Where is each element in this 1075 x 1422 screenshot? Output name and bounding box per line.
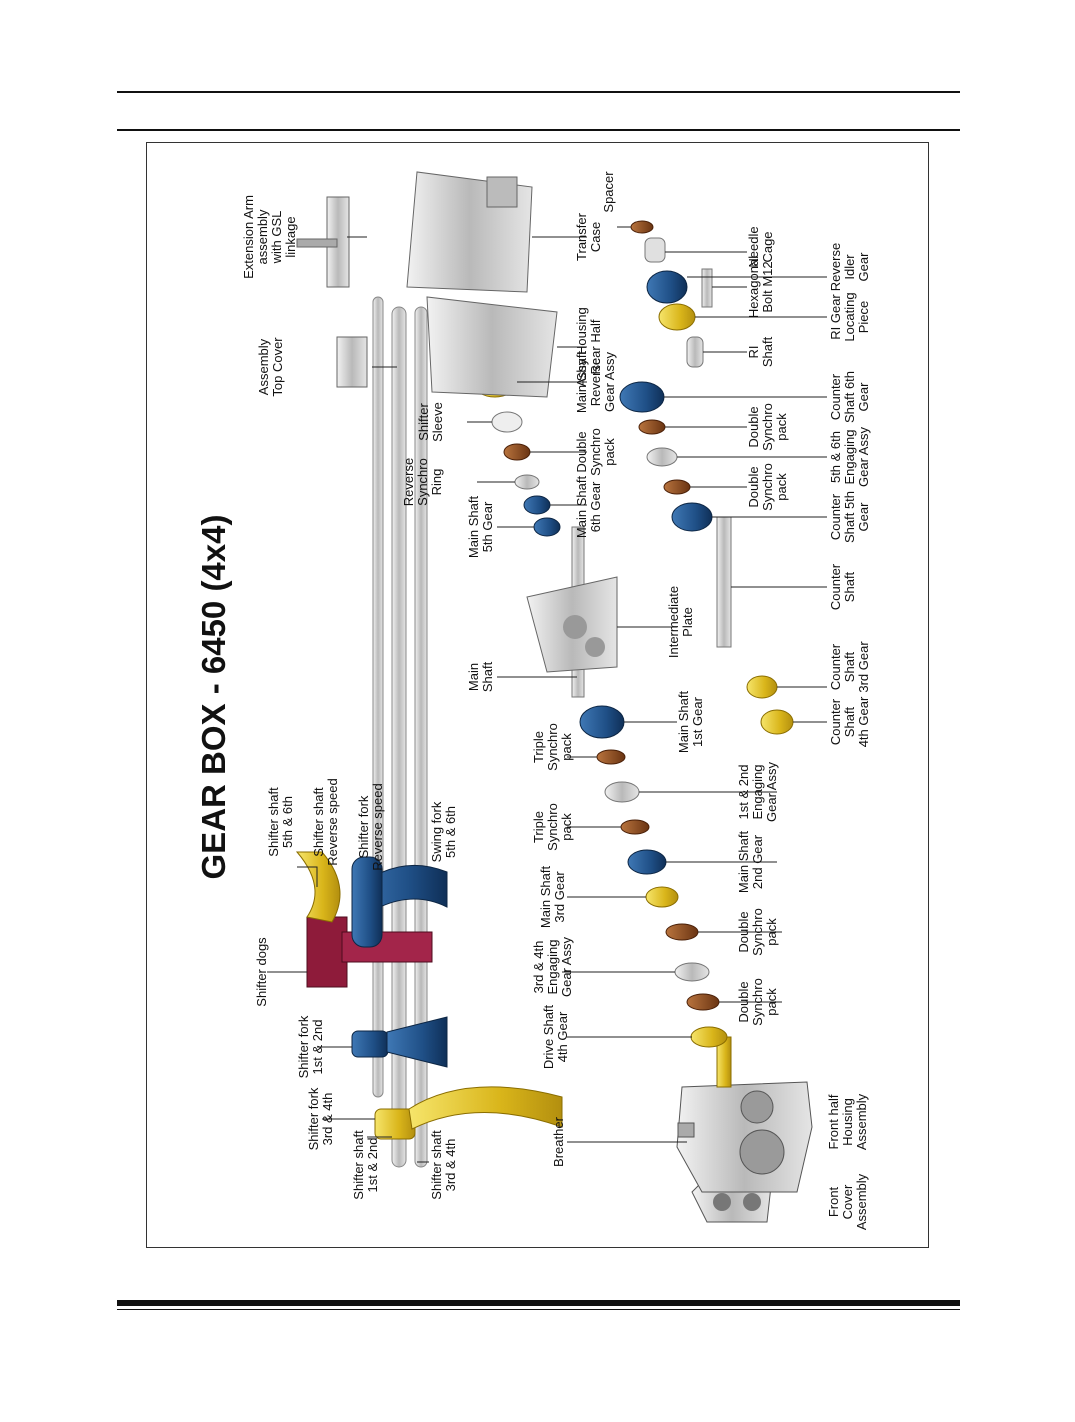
label-drive-shaft-4th: Drive Shaft 4th Gear: [541, 1004, 570, 1070]
label-main-shaft-3rd: Main Shaft 3rd Gear: [538, 865, 567, 929]
footer-rule-thick: [117, 1300, 960, 1306]
shifter-sleeve-part: [491, 411, 523, 433]
label-front-cover: Front Cover Assembly: [826, 1173, 869, 1231]
shifter-fork-3rd-4th: [374, 1086, 563, 1140]
label-double-synchro-d: Double Synchro pack: [746, 463, 789, 511]
triple-synchro-pack-a: [620, 819, 650, 835]
label-assembly-top-cover: Assembly Top Cover: [256, 337, 285, 397]
label-shifter-dogs: Shifter dogs: [254, 937, 269, 1007]
label-shifter-sleeve: Shifter Sleeve: [416, 402, 445, 442]
label-gear-5-6-engaging: 5th & 6th Engaging Gear Assy: [828, 427, 871, 487]
label-front-half-housing: Front half Housing Assembly: [826, 1093, 869, 1151]
double-synchro-pack-c: [503, 443, 531, 461]
counter-shaft-3rd-gear-part: [746, 675, 778, 699]
gear-3-4-engaging: [674, 962, 710, 982]
double-synchro-pack-d: [663, 479, 691, 495]
hexagonal-bolt-part: [701, 268, 713, 308]
counter-shaft-6th-gear-part: [619, 381, 665, 413]
diagram-graphics: [267, 171, 827, 1223]
drive-shaft-4th-gear: [690, 1026, 732, 1088]
counter-shaft-5th-gear-part: [671, 502, 713, 532]
label-shifter-shaft-reverse: Shifter shaft Reverse speed: [311, 778, 340, 866]
double-synchro-pack-b: [665, 923, 699, 941]
main-shaft-5th-gear-part: [533, 517, 561, 537]
label-shifter-fork-1st-2nd: Shifter fork 1st & 2nd: [296, 1015, 325, 1079]
label-ri-gear-locating: RI Gear Locating Piece: [828, 292, 871, 342]
label-reverse-idler: Reverse Idler Gear: [828, 242, 871, 292]
needle-cage-part: [644, 237, 666, 263]
label-spacer: Spacer: [601, 171, 616, 213]
ri-shaft-part: [686, 336, 704, 368]
label-reverse-synchro-ring: Reverse Synchro Ring: [401, 457, 444, 507]
label-main-shaft-1st: Main Shaft 1st Gear: [676, 690, 705, 754]
main-shaft-3rd-gear-part: [645, 886, 679, 908]
label-counter-shaft: Counter Shaft: [828, 563, 857, 611]
breather-part: [677, 1122, 695, 1138]
double-synchro-pack-e: [638, 419, 666, 435]
label-double-synchro-c: Double Synchro pack: [574, 428, 617, 476]
gearbox-exploded-diagram: GEAR BOX - 6450 (4x4) Shifter fork 3rd &…: [147, 143, 928, 1247]
double-synchro-pack-a: [686, 993, 720, 1011]
reverse-idler-gear-part: [646, 270, 688, 304]
main-shaft-2nd-gear-part: [627, 849, 667, 875]
gear-5-6-engaging: [646, 447, 678, 467]
counter-shaft-part: [716, 516, 732, 648]
main-shaft-6th-gear-part: [523, 495, 551, 515]
gear-1-2-engaging: [604, 781, 640, 803]
triple-synchro-pack-b: [596, 749, 626, 765]
label-double-synchro-a: Double Synchro pack: [736, 978, 779, 1026]
label-intermediate-plate: Intermediate Plate: [666, 585, 695, 659]
shifter-fork-1st-2nd: [351, 1016, 448, 1068]
label-counter-shaft-4th: Counter Shaft 4th Gear: [828, 696, 871, 748]
label-extension-arm: Extension Arm assembly with GSL linkage: [241, 195, 298, 279]
label-shifter-fork-reverse: Shifter fork Reverse speed: [356, 783, 385, 871]
swing-fork-5th-6th: [351, 856, 448, 948]
label-double-synchro-b: Double Synchro pack: [736, 908, 779, 956]
label-ri-shaft: RI Shaft: [746, 336, 775, 368]
header-rule-top: [117, 91, 960, 93]
label-counter-shaft-6th: Counter Shaft 6th Gear: [828, 370, 871, 424]
label-gear-1-2-engaging: 1st & 2nd Engaging Gear Assy: [736, 762, 779, 822]
label-counter-shaft-3rd: Counter Shaft 3rd Gear: [828, 641, 871, 693]
transfer-case-part: [406, 171, 533, 293]
label-shifter-fork-3rd-4th: Shifter fork 3rd & 4th: [306, 1087, 335, 1151]
leader-lines: [267, 226, 827, 1163]
extension-arm-part: [296, 196, 350, 288]
label-main-shaft: Main Shaft: [466, 661, 495, 693]
counter-shaft-4th-gear-part: [760, 709, 794, 735]
label-gear-3-4-engaging: 3rd & 4th Engaging Gear Assy: [531, 937, 574, 997]
label-transfer-case: Transfer Case: [574, 213, 603, 261]
main-shaft-1st-gear-part: [579, 705, 625, 739]
label-double-synchro-e: Double Synchro pack: [746, 403, 789, 451]
label-shifter-shaft-3rd-4th: Shifter shaft 3rd & 4th: [429, 1130, 458, 1200]
label-breather: Breather: [551, 1117, 566, 1167]
label-counter-shaft-5th: Counter Shaft 5th Gear: [828, 490, 871, 544]
label-main-shaft-2nd: Main Shaft 2nd Gear: [736, 830, 765, 894]
label-shifter-shaft-1st-2nd: Shifter shaft 1st & 2nd: [351, 1130, 380, 1200]
header-rule-bottom: [117, 129, 960, 131]
spacer-part: [630, 220, 654, 234]
label-main-shaft-6th: Main Shaft 6th Gear: [574, 475, 603, 539]
assembly-top-cover-part: [336, 336, 368, 388]
ri-gear-locating-piece-part: [658, 303, 696, 331]
label-main-shaft-5th: Main Shaft 5th Gear: [466, 495, 495, 559]
footer-rule-thin: [117, 1309, 960, 1310]
label-triple-synchro-2: Triple Synchro pack: [531, 723, 574, 771]
label-assy-housing-rear: Assy Housing Rear Half: [574, 307, 603, 387]
label-shifter-shaft-5th-6th: Shifter shaft 5th & 6th: [266, 787, 295, 857]
front-half-housing: [676, 1081, 813, 1193]
label-triple-synchro-1: Triple Synchro pack: [531, 803, 574, 851]
shifter-fork-reverse: [295, 851, 341, 923]
label-swing-fork: Swing fork 5th & 6th: [429, 801, 458, 863]
diagram-frame: GEAR BOX - 6450 (4x4) Shifter fork 3rd &…: [146, 142, 929, 1248]
diagram-title: GEAR BOX - 6450 (4x4): [195, 514, 232, 880]
intermediate-plate-part: [526, 576, 618, 673]
assy-housing-rear-half: [426, 296, 558, 398]
label-needle-cage: Needle Cage: [746, 226, 775, 268]
reverse-synchro-ring-part: [514, 474, 540, 490]
